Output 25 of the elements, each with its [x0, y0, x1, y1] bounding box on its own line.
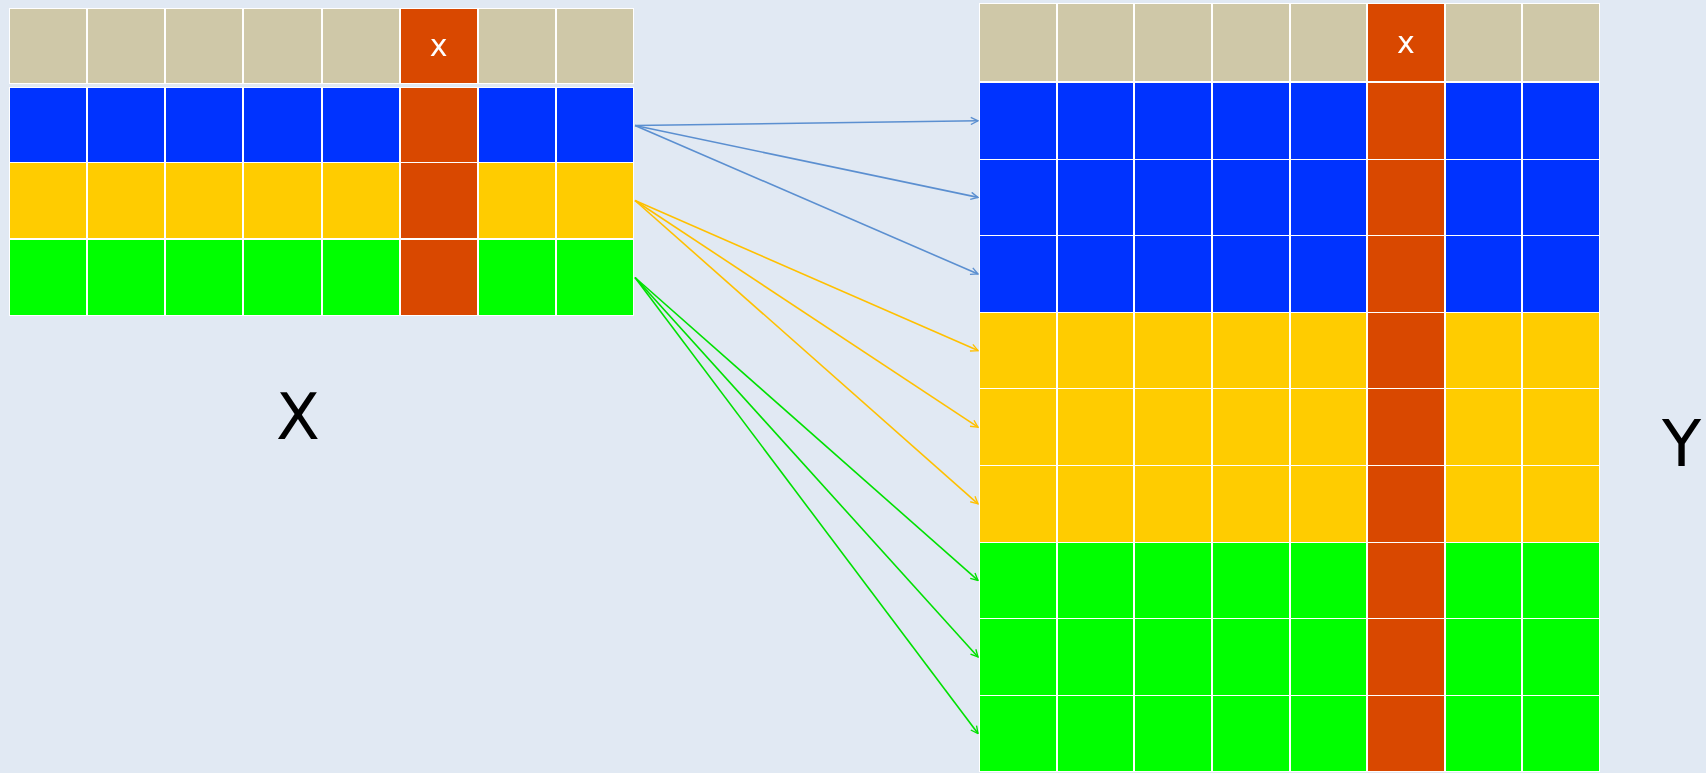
arrow: [634, 199, 979, 505]
arrow: [634, 124, 979, 201]
grid-row: [979, 541, 1600, 620]
arrow: [634, 276, 979, 658]
arrow: [634, 199, 979, 352]
arrow: [634, 124, 979, 276]
grid-row: [979, 388, 1600, 466]
column-label: x: [1397, 27, 1415, 58]
arrow: [634, 276, 979, 735]
grid-row: [9, 162, 634, 239]
grid-row: [9, 87, 634, 164]
matrix-label: X: [276, 385, 320, 449]
column-label: x: [429, 31, 448, 61]
header-row: [9, 8, 634, 84]
grid-row: [979, 82, 1600, 160]
grid-row: [979, 311, 1600, 390]
grid-row: [979, 465, 1600, 543]
grid-row: [979, 618, 1600, 696]
grid-row: [979, 235, 1600, 313]
matrix-label: Y: [1662, 412, 1702, 476]
grid-row: [979, 694, 1600, 773]
grid-row: [979, 158, 1600, 237]
header-row: [979, 3, 1600, 82]
grid-row: [9, 239, 634, 316]
arrow: [634, 199, 979, 428]
